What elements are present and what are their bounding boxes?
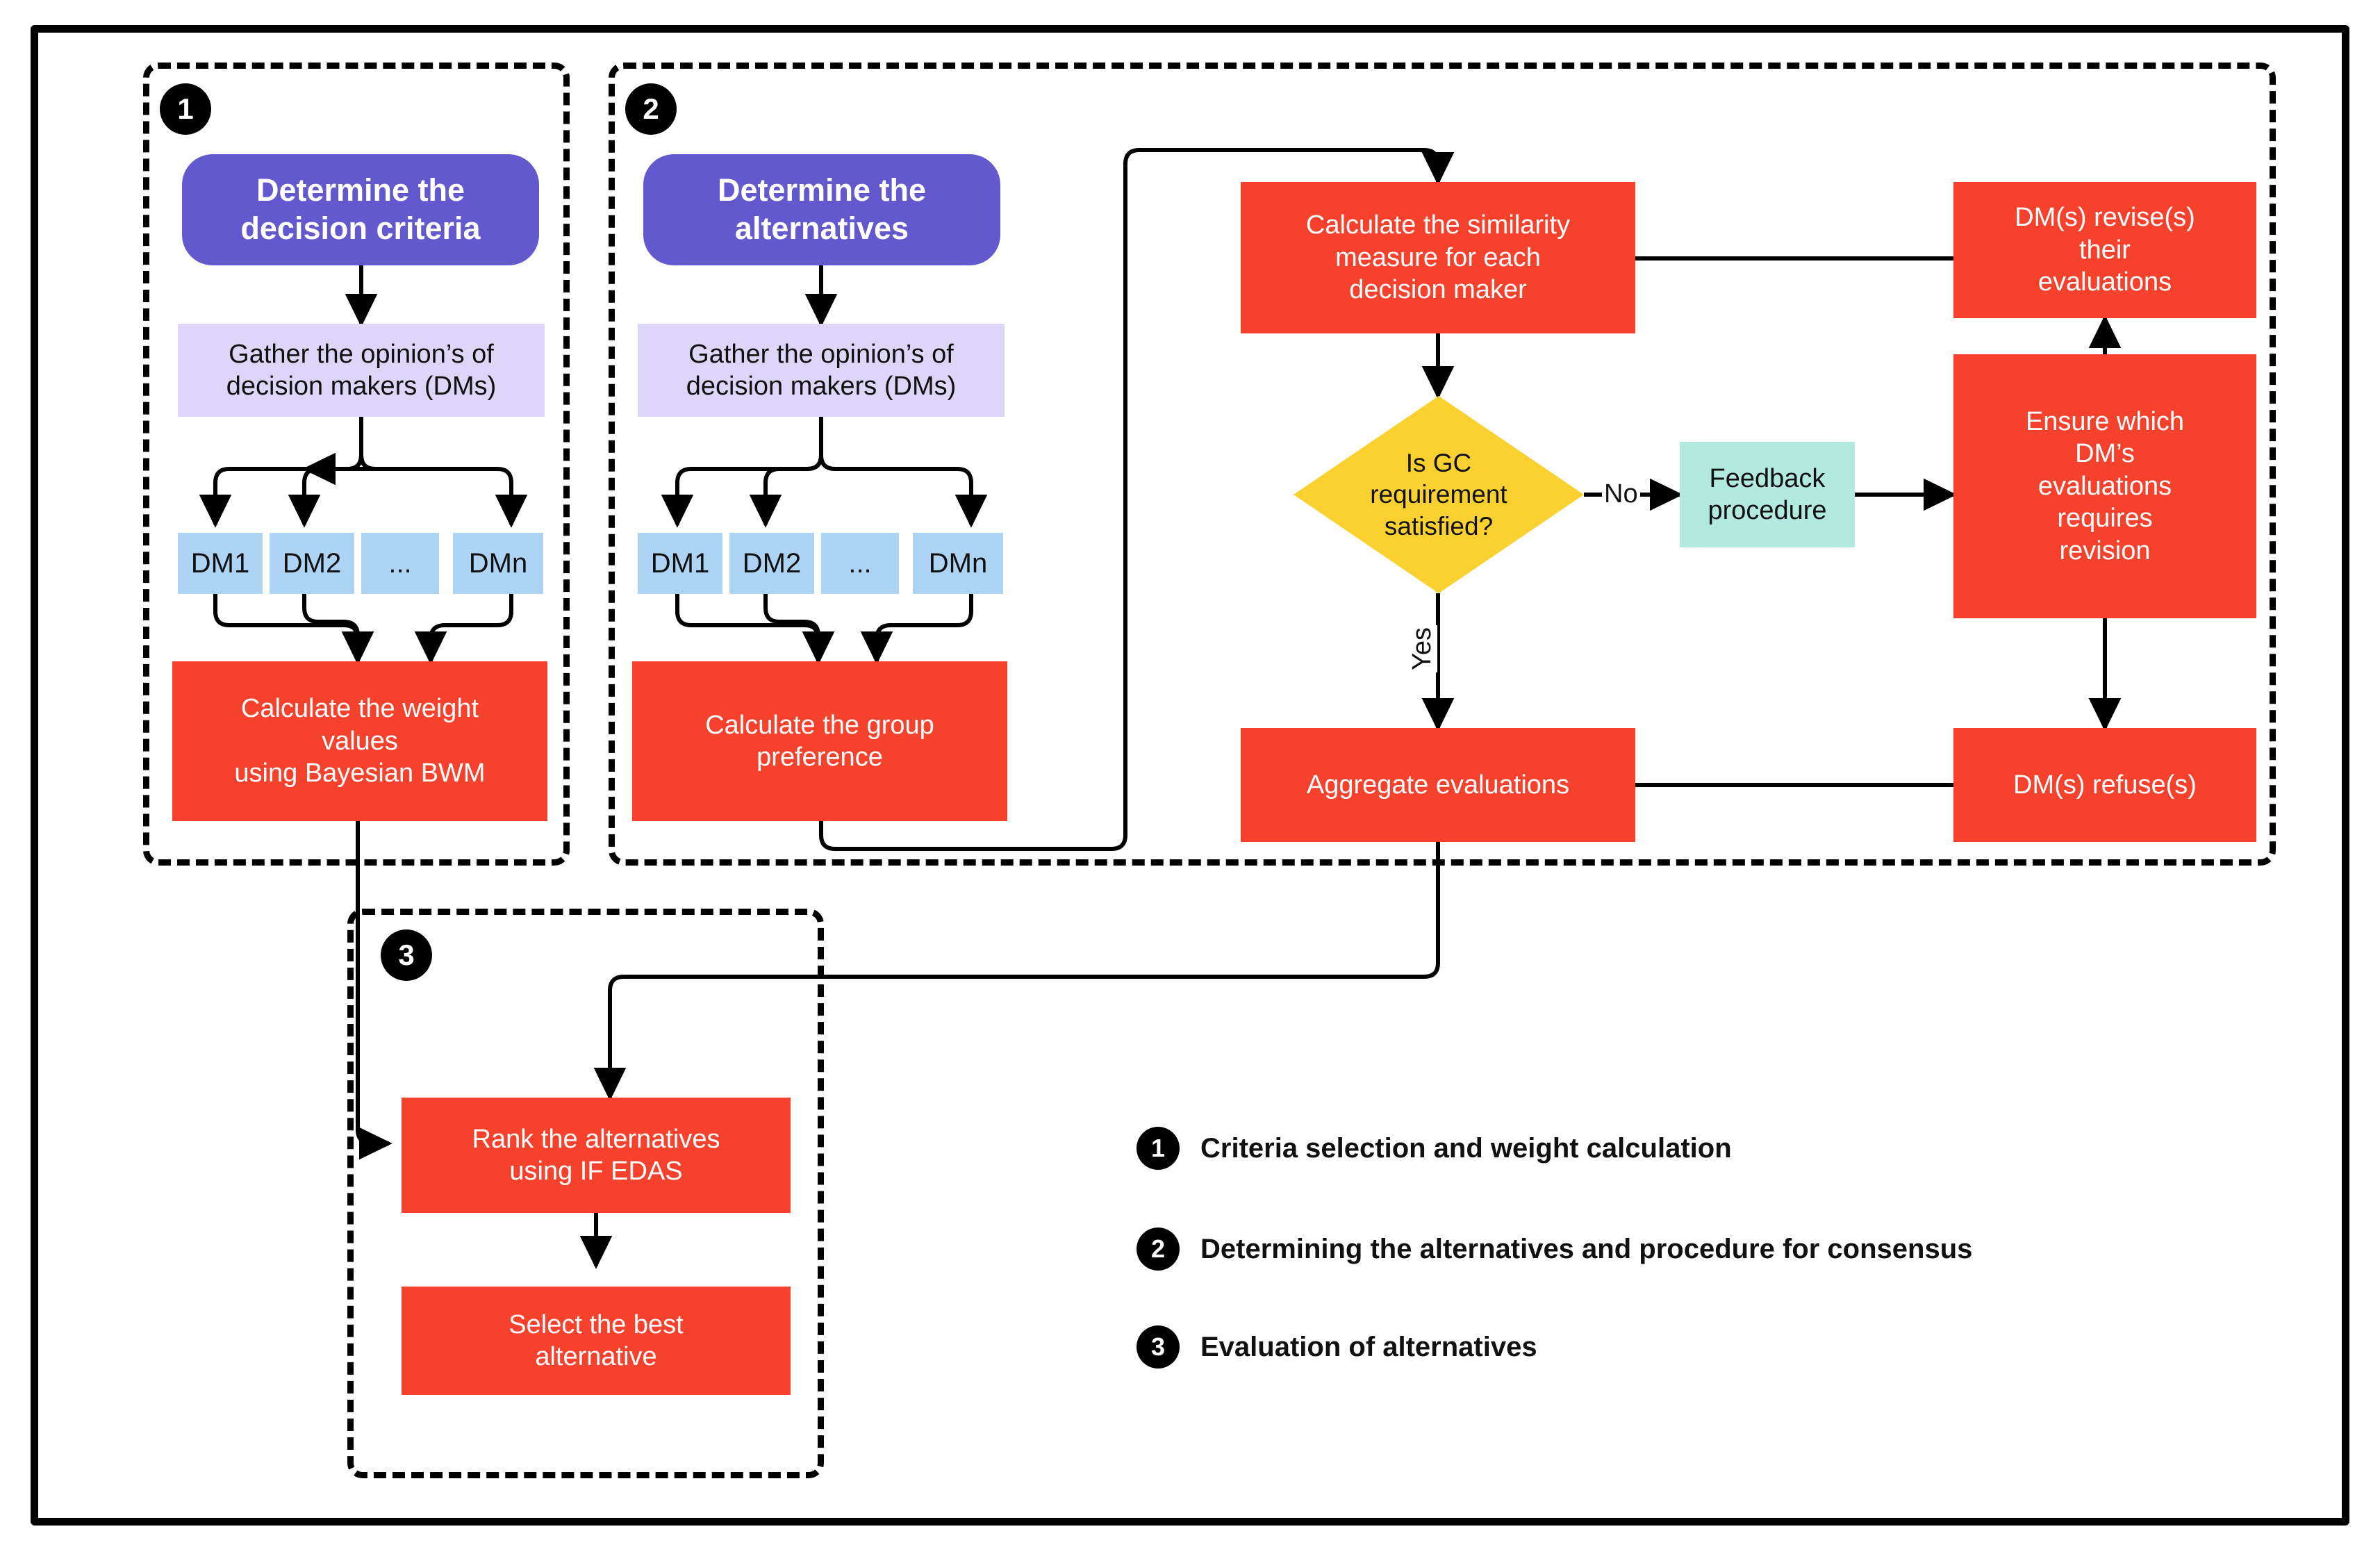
legend-item-2: 2 Determining the alternatives and proce… [1137,1228,1972,1271]
determine-alternatives-header: Determine the alternatives [643,154,1000,265]
group-badge-2: 2 [625,83,677,135]
group-box-3 [347,909,824,1478]
dm-box-2-dm1: DM1 [638,533,722,594]
dm-revise-evaluations-box: DM(s) revise(s) their evaluations [1953,182,2256,318]
select-best-alternative-box: Select the best alternative [402,1287,791,1395]
legend-label-2: Determining the alternatives and procedu… [1200,1233,1973,1264]
legend-badge-1: 1 [1137,1127,1180,1170]
calculate-weight-values-box: Calculate the weight values using Bayesi… [172,661,547,821]
legend-item-1: 1 Criteria selection and weight calculat… [1137,1127,1732,1170]
aggregate-text: Aggregate evaluations [1306,770,1570,800]
dm-refuse-box: DM(s) refuse(s) [1953,728,2256,842]
dm-label: DM1 [190,547,250,579]
gc-requirement-decision-diamond: Is GC requirement satisfied? [1294,396,1584,593]
rank-text: Rank the alternatives using IF EDAS [472,1124,720,1186]
gather-opinions-alternatives-box: Gather the opinion’s of decision makers … [638,324,1005,417]
calc-text: Calculate the group preference [705,710,934,772]
ensure-which-dm-requires-revision-box: Ensure which DM’s evaluations requires r… [1953,354,2256,618]
feedback-procedure-box: Feedback procedure [1680,442,1855,547]
dm-box-2-dm2: DM2 [729,533,814,594]
dm-label: ... [388,547,412,579]
gather-text: Gather the opinion’s of decision makers … [226,339,497,401]
gather-opinions-criteria-box: Gather the opinion’s of decision makers … [178,324,545,417]
ensure-text: Ensure which DM’s evaluations requires r… [2025,407,2185,565]
revise-text: DM(s) revise(s) their evaluations [2015,203,2195,297]
legend-item-3: 3 Evaluation of alternatives [1137,1325,1537,1369]
dm-box-1-dmn: DMn [453,533,543,594]
refuse-text: DM(s) refuse(s) [2013,770,2197,800]
header-text: Determine the decision criteria [240,172,481,246]
feedback-text: Feedback procedure [1708,463,1827,525]
dm-box-1-dm1: DM1 [178,533,263,594]
gather-text: Gather the opinion’s of decision makers … [686,339,957,401]
group-box-2 [609,63,2276,866]
dm-label: ... [848,547,872,579]
edge-label-yes: Yes [1407,625,1437,672]
legend-label-1: Criteria selection and weight calculatio… [1200,1132,1732,1164]
legend-badge-3: 3 [1137,1325,1180,1369]
calculate-group-preference-box: Calculate the group preference [632,661,1007,821]
dm-label: DM2 [742,547,802,579]
calc-text: Calculate the weight values using Bayesi… [234,694,486,788]
similarity-text: Calculate the similarity measure for eac… [1305,210,1571,305]
dm-box-1-dm2: DM2 [270,533,354,594]
edge-label-no: No [1602,479,1640,509]
aggregate-evaluations-box: Aggregate evaluations [1241,728,1635,842]
legend-badge-2: 2 [1137,1228,1180,1271]
calculate-similarity-measure-box: Calculate the similarity measure for eac… [1241,182,1635,333]
diamond-text: Is GC requirement satisfied? [1370,449,1507,540]
group-badge-1: 1 [160,83,211,135]
dm-label: DM2 [282,547,342,579]
legend-label-3: Evaluation of alternatives [1200,1331,1537,1362]
dm-label: DM1 [650,547,710,579]
outer-frame-border [31,25,2349,1526]
dm-box-2-dmn: DMn [913,533,1003,594]
group-badge-3: 3 [381,929,432,981]
dm-box-2-ellipsis: ... [821,533,899,594]
determine-decision-criteria-header: Determine the decision criteria [182,154,539,265]
rank-alternatives-box: Rank the alternatives using IF EDAS [402,1098,791,1213]
dm-label: DMn [928,547,988,579]
dm-label: DMn [468,547,528,579]
dm-box-1-ellipsis: ... [361,533,439,594]
header-text: Determine the alternatives [717,172,927,246]
select-text: Select the best alternative [509,1309,684,1371]
